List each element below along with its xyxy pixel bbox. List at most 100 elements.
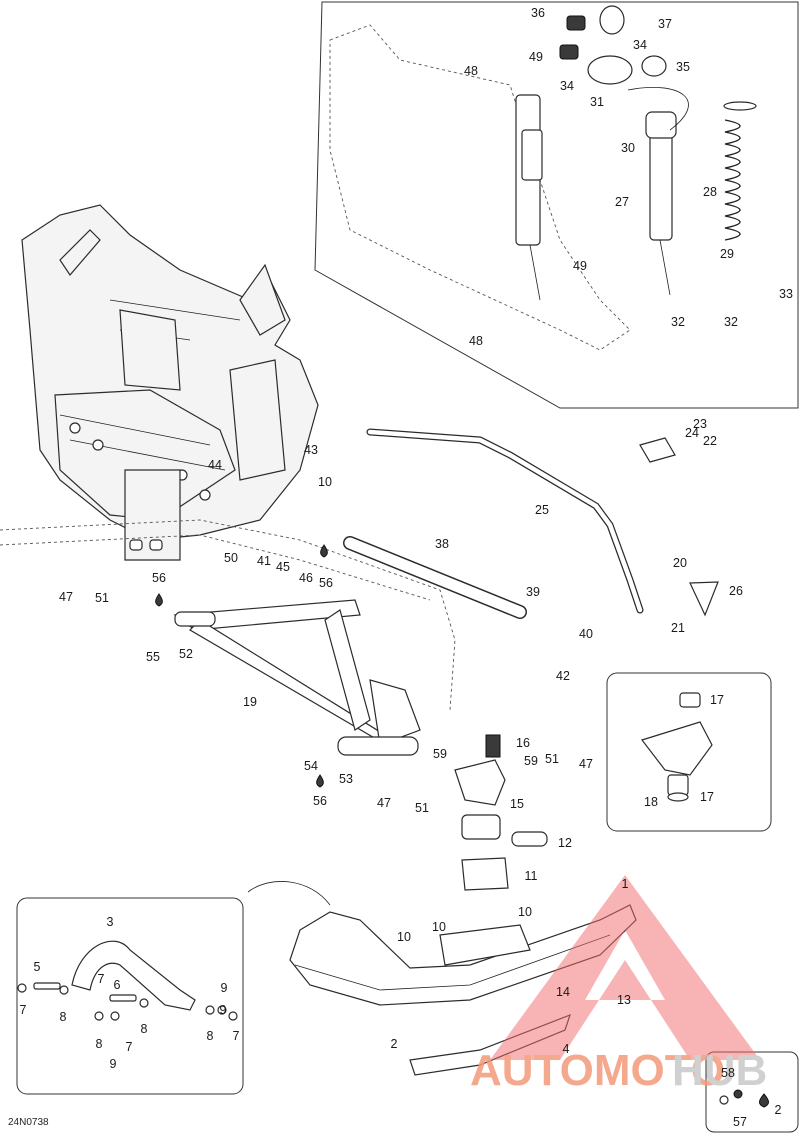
- part-label-23: 23: [693, 417, 707, 431]
- part-label-21: 21: [671, 621, 685, 635]
- part-label-9: 9: [220, 1003, 227, 1017]
- part-label-13: 13: [617, 993, 631, 1007]
- part-label-8: 8: [141, 1022, 148, 1036]
- part-label-52: 52: [179, 647, 193, 661]
- part-label-5: 5: [34, 960, 41, 974]
- part-label-10: 10: [397, 930, 411, 944]
- part-label-11: 11: [525, 869, 538, 883]
- watermark-text-2: HUB: [672, 1046, 767, 1095]
- part-label-59: 59: [433, 747, 447, 761]
- part-label-9: 9: [221, 981, 228, 995]
- part-label-28: 28: [703, 185, 717, 199]
- coil-spring: [723, 101, 757, 241]
- bracket-23: [639, 437, 676, 463]
- drawing-code: 24N0738: [8, 1117, 49, 1128]
- shock-absorber: [515, 55, 689, 301]
- spindle: [454, 734, 548, 891]
- part-label-59: 59: [524, 754, 538, 768]
- part-label-41: 41: [257, 554, 271, 568]
- sway-bar: [366, 428, 644, 614]
- part-label-50: 50: [224, 551, 238, 565]
- part-label-32: 32: [671, 315, 685, 329]
- part-label-58: 58: [721, 1066, 735, 1080]
- watermark-logo: [490, 875, 760, 1060]
- part-label-2: 2: [775, 1103, 782, 1117]
- part-label-19: 19: [243, 695, 257, 709]
- part-label-7: 7: [20, 1003, 27, 1017]
- part-label-57: 57: [733, 1115, 747, 1129]
- part-label-6: 6: [114, 978, 121, 992]
- ski-handle: [17, 940, 238, 1021]
- part-label-34: 34: [560, 79, 574, 93]
- part-label-46: 46: [299, 571, 313, 585]
- part-label-56: 56: [152, 571, 166, 585]
- part-label-42: 42: [556, 669, 570, 683]
- part-label-51: 51: [95, 591, 109, 605]
- part-label-51: 51: [415, 801, 429, 815]
- part-label-35: 35: [676, 60, 690, 74]
- part-label-27: 27: [615, 195, 629, 209]
- part-label-55: 55: [146, 650, 160, 664]
- part-label-14: 14: [556, 985, 570, 999]
- part-label-47: 47: [579, 757, 593, 771]
- bracket-26: [689, 581, 719, 617]
- part-label-8: 8: [207, 1029, 214, 1043]
- part-label-15: 15: [510, 797, 524, 811]
- part-label-32: 32: [724, 315, 738, 329]
- part-label-53: 53: [339, 772, 353, 786]
- clamp-rings: [559, 5, 667, 77]
- spindle-inset-detail: [641, 692, 713, 802]
- part-label-51: 51: [545, 752, 559, 766]
- part-label-45: 45: [276, 560, 290, 574]
- watermark-text-1: AUTOMOTO: [470, 1046, 725, 1095]
- part-label-7: 7: [233, 1029, 240, 1043]
- part-label-10: 10: [518, 905, 532, 919]
- grease-inset: [719, 1089, 769, 1108]
- part-label-29: 29: [720, 247, 734, 261]
- part-label-17: 17: [700, 790, 714, 804]
- part-label-43: 43: [304, 443, 318, 457]
- part-label-4: 4: [563, 1042, 570, 1056]
- chassis-frame: [21, 204, 319, 561]
- grease-drops: [155, 544, 328, 788]
- part-label-22: 22: [703, 434, 717, 448]
- inset-shock-panel: [314, 1, 799, 409]
- part-label-48: 48: [469, 334, 483, 348]
- part-label-49: 49: [529, 50, 543, 64]
- part-label-7: 7: [98, 972, 105, 986]
- part-label-56: 56: [313, 794, 327, 808]
- part-label-3: 3: [107, 915, 114, 929]
- part-label-36: 36: [531, 6, 545, 20]
- part-label-39: 39: [526, 585, 540, 599]
- part-label-7: 7: [126, 1040, 133, 1054]
- part-label-38: 38: [435, 537, 449, 551]
- a-arm: [173, 599, 421, 756]
- part-label-47: 47: [59, 590, 73, 604]
- inset-frame-outline: [329, 24, 631, 351]
- part-label-56: 56: [319, 576, 333, 590]
- part-label-16: 16: [516, 736, 530, 750]
- part-label-12: 12: [558, 836, 572, 850]
- inset-spindle-panel: [606, 672, 772, 832]
- part-label-18: 18: [644, 795, 658, 809]
- part-label-10: 10: [318, 475, 332, 489]
- part-label-26: 26: [729, 584, 743, 598]
- part-label-20: 20: [673, 556, 687, 570]
- part-label-40: 40: [579, 627, 593, 641]
- part-label-8: 8: [96, 1037, 103, 1051]
- part-label-37: 37: [658, 17, 672, 31]
- part-label-2: 2: [391, 1037, 398, 1051]
- part-label-24: 24: [685, 426, 699, 440]
- part-label-30: 30: [621, 141, 635, 155]
- part-label-33: 33: [779, 287, 793, 301]
- part-label-9: 9: [110, 1057, 117, 1071]
- part-label-48: 48: [464, 64, 478, 78]
- ski: [247, 881, 637, 1076]
- part-label-49: 49: [573, 259, 587, 273]
- part-label-17: 17: [710, 693, 724, 707]
- inset-handle-panel: [16, 897, 244, 1095]
- part-label-47: 47: [377, 796, 391, 810]
- part-label-10: 10: [432, 920, 446, 934]
